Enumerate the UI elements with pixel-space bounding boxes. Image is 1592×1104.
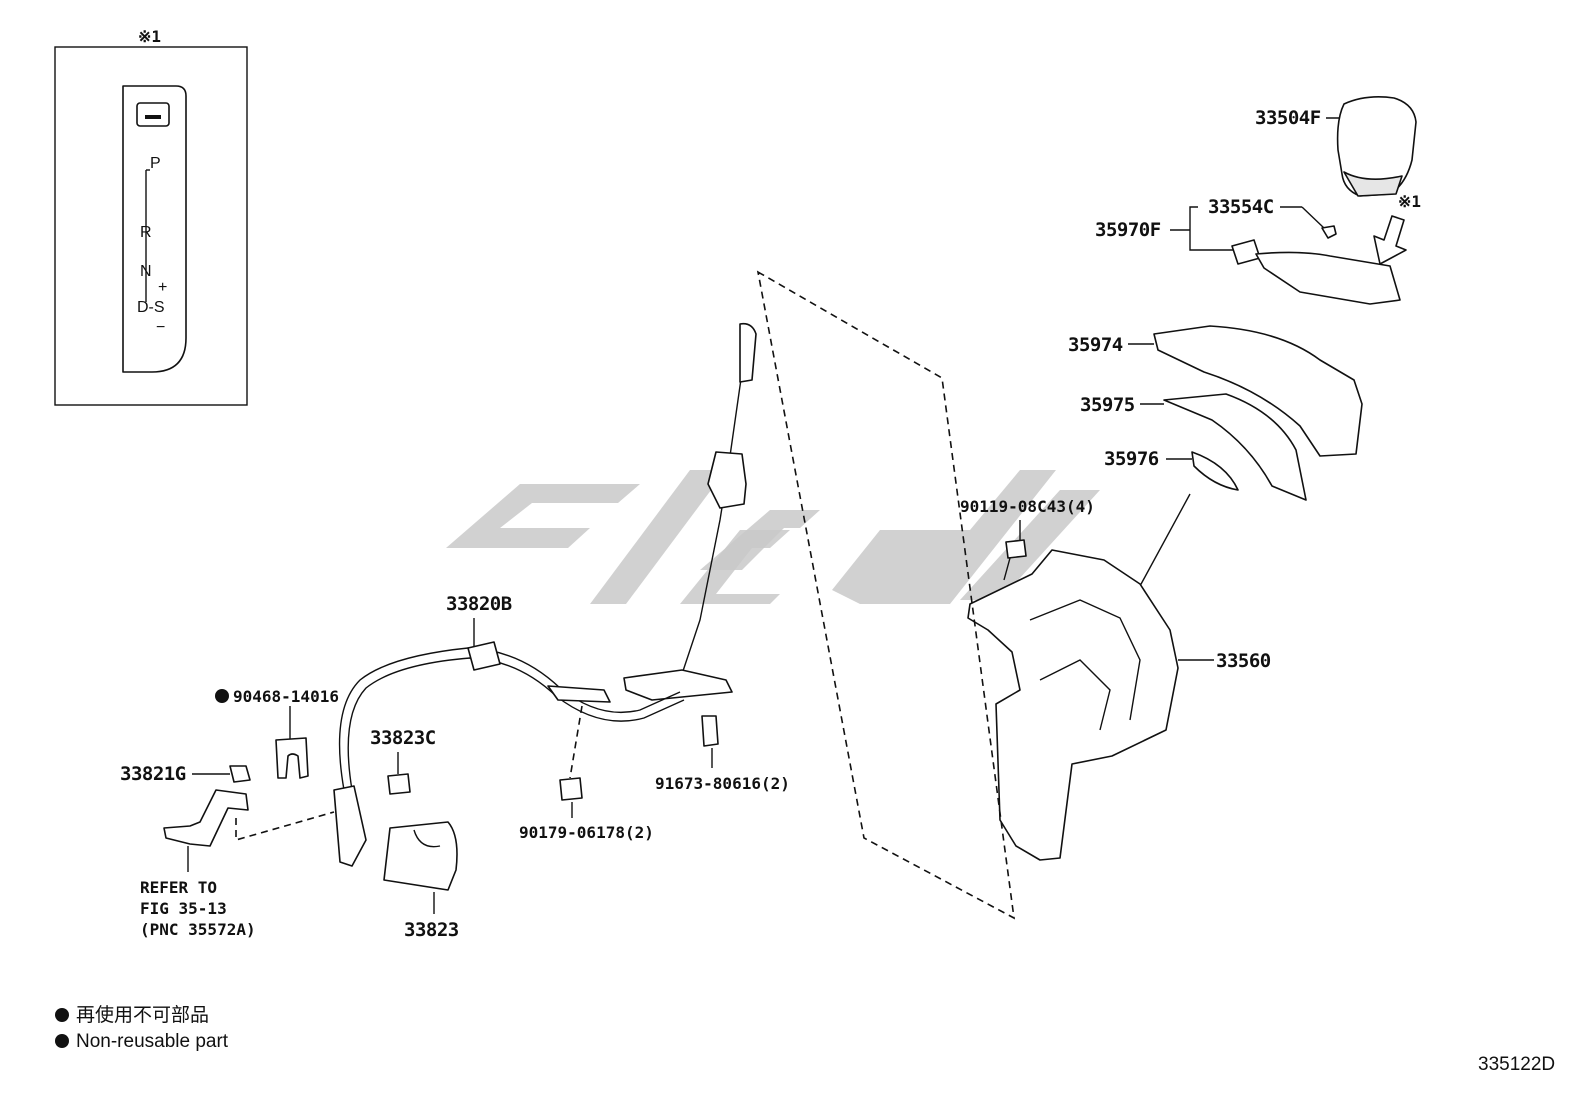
part-label-shift-lever-assy: 33560 bbox=[1216, 650, 1271, 672]
cover-strip-part bbox=[1191, 451, 1239, 491]
inset-box bbox=[54, 46, 248, 406]
legend-bullet-jp bbox=[55, 1008, 69, 1022]
selector-r-label: R bbox=[140, 224, 152, 241]
arrow-ref-mark: ※1 bbox=[1398, 192, 1421, 211]
refer-note-line3: (PNC 35572A) bbox=[140, 920, 256, 939]
part-label-knob: 33504F bbox=[1255, 107, 1321, 129]
bracket-part bbox=[163, 789, 249, 847]
nut-lower-part bbox=[559, 777, 583, 801]
bracket-nut-part bbox=[229, 765, 251, 783]
part-label-cover-plate: 35975 bbox=[1080, 394, 1135, 416]
cable-bracket bbox=[623, 669, 733, 701]
cable-end-fitting bbox=[739, 322, 757, 383]
part-label-cover-lower: 33823 bbox=[404, 919, 459, 941]
clip-nut-part bbox=[387, 773, 411, 795]
figure-code: 335122D bbox=[1478, 1054, 1555, 1075]
part-label-cover-strip: 35976 bbox=[1104, 448, 1159, 470]
knob-base bbox=[1343, 171, 1403, 197]
cover-plate-part bbox=[1163, 393, 1307, 501]
part-label-bolt-upper: 90119-08C43(4) bbox=[960, 497, 1095, 516]
cable-lower-end bbox=[333, 785, 367, 867]
connector-part bbox=[1231, 239, 1261, 265]
cover-lower-part bbox=[383, 821, 458, 891]
cable-clamp bbox=[467, 641, 501, 671]
selector-minus-label: − bbox=[156, 319, 165, 336]
part-label-bracket-nut: 33821G bbox=[120, 763, 186, 785]
non-reusable-mark bbox=[215, 689, 229, 703]
indicator-window bbox=[136, 102, 170, 127]
refer-note-line2: FIG 35-13 bbox=[140, 899, 227, 918]
legend-text-jp: 再使用不可部品 bbox=[76, 1004, 209, 1026]
group-bracket bbox=[1189, 206, 1198, 251]
lever-rod bbox=[1139, 493, 1191, 587]
bolt-lower-part bbox=[701, 715, 719, 747]
retainer-clip-part bbox=[275, 737, 309, 779]
refer-note-line1: REFER TO bbox=[140, 878, 217, 897]
part-label-cable: 33820B bbox=[446, 593, 512, 615]
inset-ref-mark: ※1 bbox=[138, 27, 161, 46]
cover-upper-part bbox=[1153, 325, 1363, 457]
part-label-clip-nut: 33823C bbox=[370, 727, 436, 749]
cable-outer bbox=[338, 647, 681, 791]
part-label-bolt-lower: 91673-80616(2) bbox=[655, 774, 790, 793]
indicator-assy-part bbox=[1255, 251, 1401, 305]
view-arrow bbox=[1373, 215, 1407, 265]
watermark-logo bbox=[446, 470, 1100, 604]
shift-indicator-plate bbox=[122, 85, 187, 373]
part-label-nut-lower: 90179-06178(2) bbox=[519, 823, 654, 842]
bolt-upper-part bbox=[1005, 539, 1027, 559]
part-label-indicator-assy: 35970F bbox=[1095, 219, 1161, 241]
selector-p-label: P bbox=[150, 155, 161, 172]
selector-plus-label: + bbox=[158, 279, 167, 296]
selector-ds-label: D-S bbox=[137, 299, 165, 316]
selector-n-label: N bbox=[140, 263, 152, 280]
cable-adjuster bbox=[707, 451, 747, 509]
legend-text-en: Non-reusable part bbox=[76, 1031, 229, 1052]
shift-knob bbox=[1336, 96, 1417, 197]
clip-part bbox=[1321, 225, 1337, 239]
part-label-cover-upper: 35974 bbox=[1068, 334, 1123, 356]
indicator-bar bbox=[145, 115, 161, 119]
cable-mount bbox=[547, 685, 611, 703]
legend-bullet-en bbox=[55, 1034, 69, 1048]
dashed-assembly-outline bbox=[756, 270, 1015, 920]
part-label-retainer-clip: 90468-14016 bbox=[233, 687, 339, 706]
part-label-clip: 33554C bbox=[1208, 196, 1274, 218]
shift-lever-housing bbox=[967, 549, 1179, 861]
